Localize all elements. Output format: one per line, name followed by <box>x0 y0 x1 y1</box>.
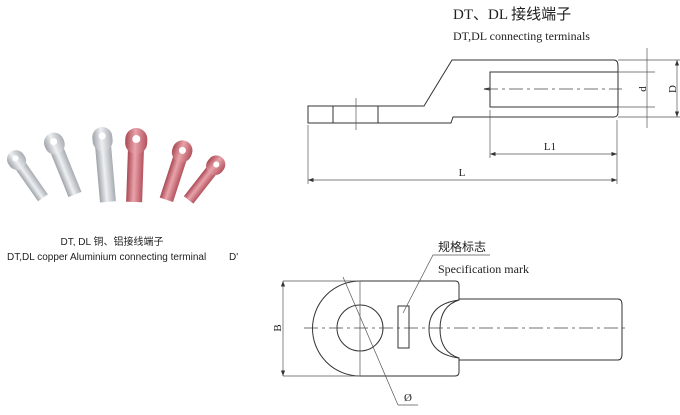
photo-caption-cn: DT, DL 铜、铝接线端子 <box>61 235 164 248</box>
aluminium-lug <box>44 132 82 198</box>
section-title-cn: DT、DL 接线端子 <box>453 6 571 23</box>
aluminium-lug <box>6 150 48 202</box>
dim-L1-label: L1 <box>544 141 556 153</box>
copper-lug <box>183 155 226 204</box>
terminal-cross-section <box>307 59 622 130</box>
dim-hole-label: Ø <box>404 392 412 404</box>
aluminium-lug <box>92 127 116 203</box>
copper-lug <box>159 140 193 203</box>
photo-caption-en: DT,DL copper Aluminium connecting termin… <box>7 252 206 263</box>
dim-L-label: L <box>459 167 466 179</box>
dim-D-label: D <box>667 85 679 93</box>
copper-lug <box>125 128 148 203</box>
spec-mark-label-en: Specification mark <box>438 262 529 276</box>
terminal-top-view <box>280 254 626 406</box>
dim-d-label: d <box>637 86 649 92</box>
product-photo <box>6 127 226 204</box>
photo-caption-mark: D' <box>229 252 238 263</box>
dimension-lines <box>307 48 680 184</box>
dim-B-label: B <box>272 324 284 331</box>
section-title-en: DT,DL connecting terminals <box>453 29 590 43</box>
spec-mark-label-cn: 规格标志 <box>438 239 486 254</box>
